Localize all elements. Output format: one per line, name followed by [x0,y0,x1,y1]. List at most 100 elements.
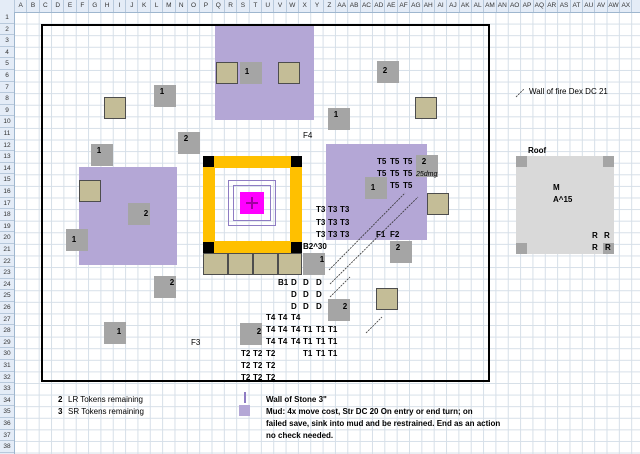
column-header[interactable]: AG [410,0,423,12]
row-header[interactable]: 3 [0,35,14,47]
column-header[interactable]: E [64,0,77,12]
column-header[interactable]: N [176,0,188,12]
column-header[interactable]: K [139,0,151,12]
column-header[interactable]: F [77,0,90,12]
row-header[interactable]: 25 [0,290,14,302]
row-header[interactable]: 20 [0,232,14,244]
column-header[interactable]: I [114,0,127,12]
token[interactable]: 1 [91,144,113,166]
row-header[interactable]: 4 [0,47,14,59]
column-header[interactable]: AT [571,0,584,12]
select-all-corner[interactable] [0,0,15,12]
row-header[interactable]: 12 [0,140,14,152]
column-header[interactable]: R [225,0,238,12]
row-header[interactable]: 38 [0,441,14,453]
column-header[interactable]: AH [423,0,435,12]
row-header[interactable]: 14 [0,163,14,175]
column-header[interactable]: Z [324,0,337,12]
column-header[interactable]: AW [608,0,621,12]
column-header[interactable]: AB [348,0,361,12]
column-header[interactable]: AQ [534,0,547,12]
column-header[interactable]: T [250,0,262,12]
row-header[interactable]: 29 [0,337,14,349]
token[interactable]: 2 [390,241,412,263]
token[interactable]: 2 [377,61,399,83]
column-header[interactable]: AI [435,0,448,12]
column-header[interactable]: V [274,0,287,12]
column-header[interactable]: AC [361,0,374,12]
token[interactable]: 1 [66,229,88,251]
column-header[interactable]: AO [509,0,522,12]
row-header[interactable]: 23 [0,267,14,279]
row-header[interactable]: 34 [0,395,14,407]
column-header[interactable]: AA [336,0,349,12]
token[interactable]: 2 [328,299,350,321]
column-header[interactable]: AX [620,0,633,12]
row-header[interactable]: 30 [0,348,14,360]
column-header[interactable]: Y [311,0,324,12]
column-header[interactable]: L [151,0,164,12]
row-header[interactable]: 35 [0,406,14,418]
column-header[interactable]: W [287,0,300,12]
row-header[interactable]: 32 [0,372,14,384]
column-header[interactable]: Q [213,0,225,12]
row-header[interactable]: 19 [0,221,14,233]
token[interactable]: 2 [416,155,438,177]
row-header[interactable]: 9 [0,105,14,117]
column-header[interactable]: J [126,0,139,12]
column-header[interactable]: D [52,0,65,12]
column-header[interactable]: AP [521,0,534,12]
row-header[interactable]: 31 [0,360,14,372]
column-header[interactable]: AF [398,0,411,12]
column-header[interactable]: AU [583,0,596,12]
row-header[interactable]: 5 [0,58,14,70]
row-header[interactable]: 24 [0,279,14,291]
token[interactable]: 2 [154,276,176,298]
column-header[interactable]: AL [472,0,485,12]
row-header[interactable]: 1 [0,12,14,24]
column-header[interactable]: X [299,0,312,12]
column-header[interactable]: O [188,0,201,12]
row-header[interactable]: 28 [0,325,14,337]
row-header[interactable]: 22 [0,256,14,268]
column-header[interactable]: AS [558,0,571,12]
row-header[interactable]: 37 [0,430,14,442]
column-header[interactable]: AN [497,0,509,12]
token[interactable]: 2 [128,203,150,225]
column-header[interactable]: P [200,0,213,12]
token[interactable]: 1 [328,108,350,130]
row-header[interactable]: 27 [0,314,14,326]
row-header[interactable]: 6 [0,70,14,82]
column-header[interactable]: G [89,0,102,12]
column-header[interactable]: AR [546,0,559,12]
row-header[interactable]: 21 [0,244,14,256]
row-header[interactable]: 15 [0,174,14,186]
token[interactable]: 1 [365,177,387,199]
column-header[interactable]: AK [460,0,472,12]
column-header[interactable]: U [262,0,275,12]
column-header[interactable]: AE [386,0,398,12]
column-header[interactable]: AD [373,0,386,12]
row-header[interactable]: 7 [0,82,14,94]
column-header[interactable]: AV [595,0,608,12]
row-header[interactable]: 11 [0,128,14,140]
row-header[interactable]: 36 [0,418,14,430]
row-header[interactable]: 18 [0,209,14,221]
token[interactable]: 1 [303,253,325,275]
row-header[interactable]: 26 [0,302,14,314]
column-header[interactable]: S [237,0,250,12]
row-header[interactable]: 8 [0,93,14,105]
column-header[interactable]: AJ [447,0,460,12]
row-header[interactable]: 16 [0,186,14,198]
column-header[interactable]: M [163,0,176,12]
row-header[interactable]: 10 [0,116,14,128]
column-header[interactable]: H [101,0,114,12]
column-header[interactable]: AM [484,0,497,12]
token[interactable]: 2 [240,323,262,345]
row-header[interactable]: 33 [0,383,14,395]
row-header[interactable]: 2 [0,24,14,36]
row-header[interactable]: 17 [0,198,14,210]
token[interactable]: 1 [154,85,176,107]
column-header[interactable]: C [40,0,53,12]
token[interactable]: 2 [178,132,200,154]
